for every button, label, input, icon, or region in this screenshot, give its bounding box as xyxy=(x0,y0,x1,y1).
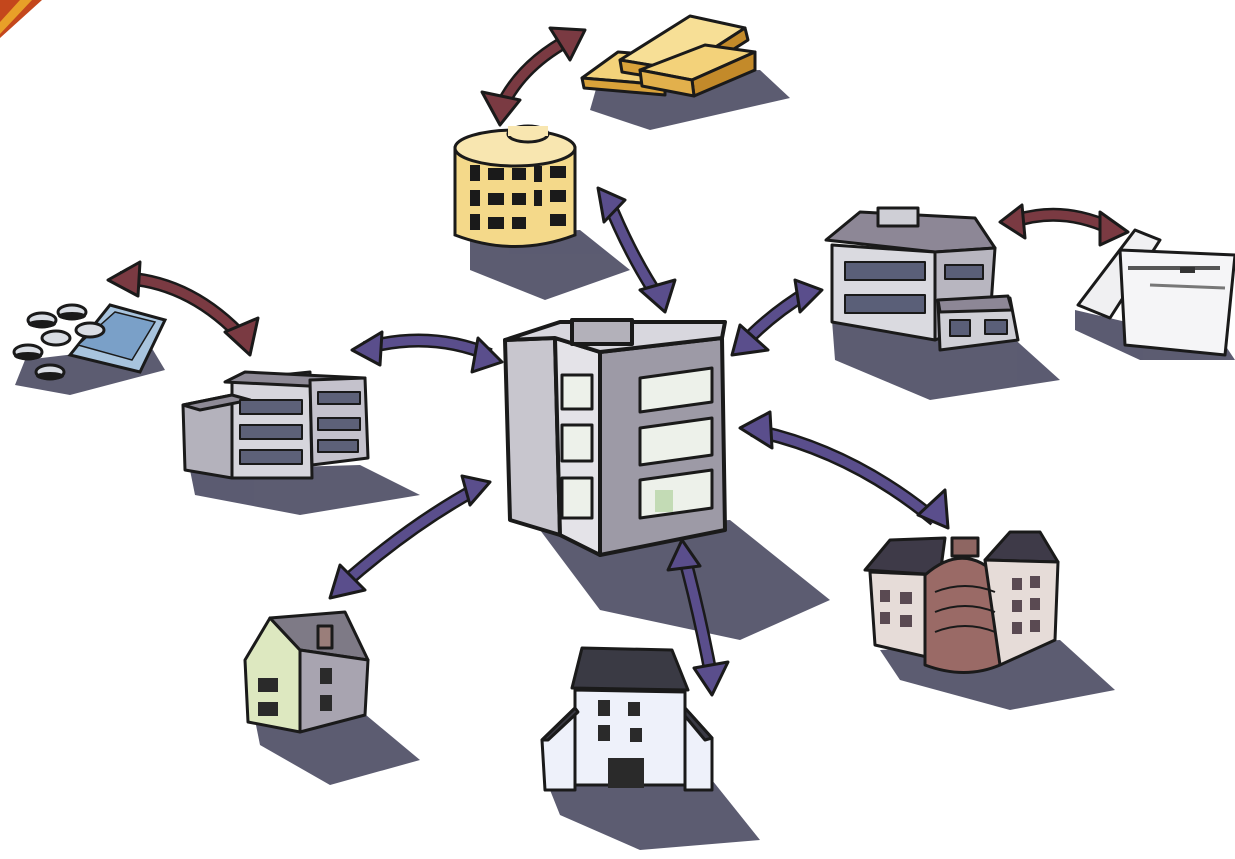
townhouse-icon xyxy=(540,646,714,792)
coins-and-banknotes-icon xyxy=(12,303,168,381)
low-office-building-icon xyxy=(181,370,370,480)
round-yellow-building-icon xyxy=(453,124,577,248)
arrowhead xyxy=(548,26,587,62)
land-parcels-icon xyxy=(1076,228,1235,357)
arrows xyxy=(106,26,1130,697)
corner-tab-accent xyxy=(0,0,32,34)
two-story-office-icon xyxy=(824,206,1020,352)
gold-bars-icon xyxy=(580,14,757,98)
arrowhead xyxy=(480,90,522,127)
arrow-central-apartments xyxy=(751,425,938,524)
arrow-central-house xyxy=(339,484,481,589)
apartment-block-icon xyxy=(863,530,1060,674)
corner-tab xyxy=(0,0,42,38)
central-office-building-icon xyxy=(503,318,727,557)
narrow-house-icon xyxy=(243,610,370,734)
